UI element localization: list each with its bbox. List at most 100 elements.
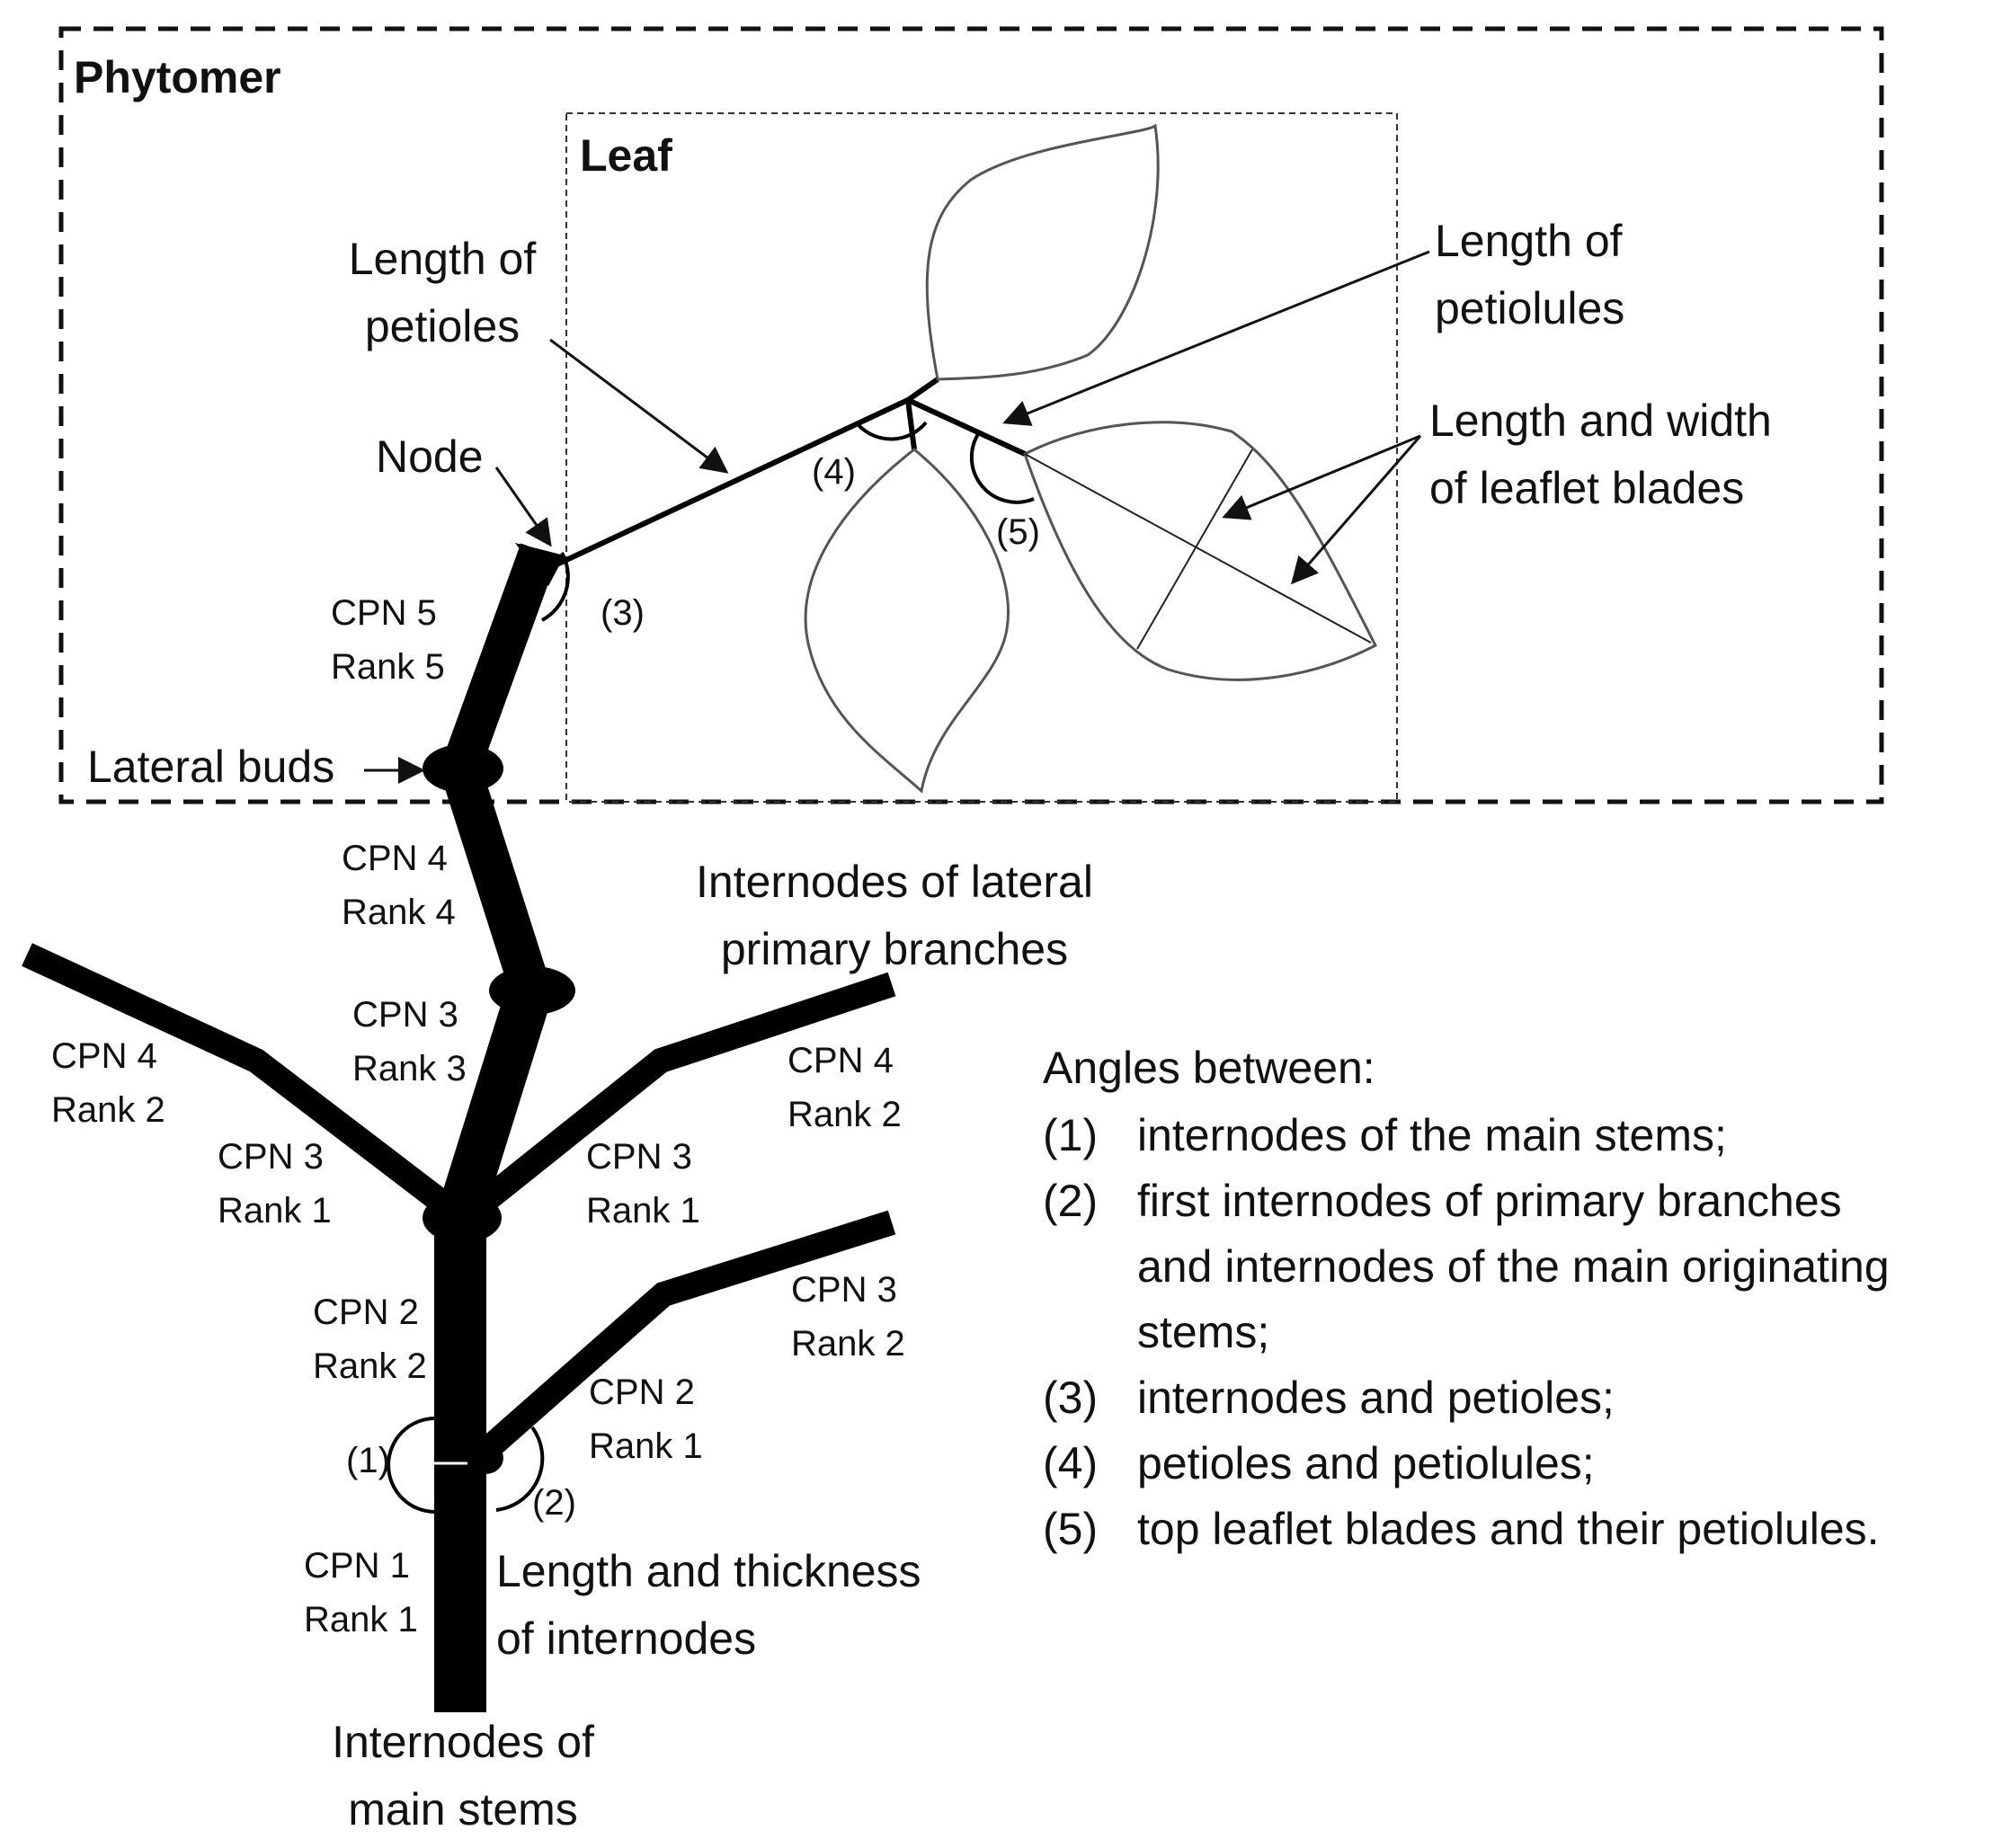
- angle-marker-3: (3): [601, 593, 645, 633]
- svg-text:of internodes: of internodes: [496, 1613, 756, 1664]
- svg-text:Rank 5: Rank 5: [331, 647, 445, 687]
- svg-text:Rank 1: Rank 1: [586, 1191, 700, 1231]
- angles-legend: Angles between: (1) internodes of the ma…: [1043, 1043, 1890, 1554]
- label-length-petiolules: Length of petiolules: [1435, 216, 1624, 333]
- angle-marker-1: (1): [346, 1441, 390, 1480]
- svg-text:Rank 2: Rank 2: [51, 1090, 165, 1130]
- svg-text:Rank 3: Rank 3: [352, 1049, 467, 1088]
- petiolules-arrow: [1002, 250, 1430, 426]
- cpn-label-left-cpn3: CPN 3 Rank 1: [218, 1137, 332, 1231]
- bottom-leaflet: [804, 448, 1010, 794]
- label-length-thickness: Length and thickness of internodes: [496, 1546, 921, 1664]
- svg-text:Rank 4: Rank 4: [342, 893, 456, 932]
- main-stem: [434, 543, 558, 1712]
- svg-text:Rank 1: Rank 1: [589, 1426, 703, 1466]
- angle-arc-5: [969, 430, 1035, 504]
- svg-text:Internodes of lateral: Internodes of lateral: [696, 857, 1093, 907]
- cpn-label-right-upper-cpn4: CPN 4 Rank 2: [787, 1041, 902, 1134]
- cpn-label-main-cpn4: CPN 4 Rank 4: [342, 839, 456, 932]
- label-length-petioles: Length of petioles: [349, 234, 537, 351]
- svg-text:Rank 1: Rank 1: [218, 1191, 332, 1231]
- angle-marker-5: (5): [996, 512, 1040, 552]
- angle-arc-4: [857, 421, 928, 441]
- right-lower-primary-branch: [466, 1210, 896, 1470]
- cpn-label-right-lower-cpn2: CPN 2 Rank 1: [589, 1373, 703, 1466]
- svg-text:CPN 4: CPN 4: [51, 1036, 157, 1076]
- svg-text:CPN 4: CPN 4: [342, 839, 448, 878]
- cpn-label-right-lower-cpn3: CPN 3 Rank 2: [791, 1270, 905, 1364]
- angle-arc-1: [387, 1417, 436, 1514]
- arrows: [364, 250, 1430, 784]
- angle-marker-4: (4): [812, 452, 856, 492]
- svg-text:Rank 2: Rank 2: [791, 1324, 905, 1364]
- svg-text:Length of: Length of: [1435, 216, 1623, 266]
- apical-node: [515, 543, 565, 586]
- svg-text:Length and width: Length and width: [1429, 395, 1772, 446]
- svg-text:Rank 2: Rank 2: [313, 1346, 427, 1386]
- svg-text:top leaflet blades and their p: top leaflet blades and their petiolules.: [1137, 1504, 1880, 1554]
- legend-item-3: (3) internodes and petioles;: [1043, 1373, 1615, 1423]
- leaflet-arrow-2: [1291, 435, 1422, 585]
- svg-text:CPN 5: CPN 5: [331, 593, 437, 633]
- svg-text:primary branches: primary branches: [721, 924, 1068, 974]
- svg-text:(1): (1): [1043, 1110, 1098, 1160]
- svg-text:CPN 3: CPN 3: [586, 1137, 692, 1177]
- cpn-label-main-cpn1: CPN 1 Rank 1: [304, 1546, 418, 1639]
- legend-title: Angles between:: [1043, 1043, 1375, 1093]
- svg-text:CPN 2: CPN 2: [589, 1373, 695, 1412]
- svg-text:petiolules: petiolules: [1435, 283, 1624, 333]
- leaflet-arrow-1: [1222, 434, 1421, 520]
- svg-text:CPN 4: CPN 4: [787, 1041, 894, 1080]
- legend-item-1: (1) internodes of the main stems;: [1043, 1110, 1727, 1160]
- svg-text:Rank 2: Rank 2: [787, 1095, 902, 1134]
- svg-text:first internodes of primary br: first internodes of primary branches: [1137, 1176, 1842, 1226]
- svg-text:(3): (3): [1043, 1373, 1098, 1423]
- left-primary-branch: [22, 943, 462, 1222]
- svg-text:stems;: stems;: [1137, 1307, 1269, 1357]
- cpn-label-right-upper-cpn3: CPN 3 Rank 1: [586, 1137, 700, 1231]
- cpn-label-main-cpn3: CPN 3 Rank 3: [352, 995, 467, 1088]
- petiole: [551, 397, 910, 569]
- angle-arc-2: [495, 1426, 545, 1512]
- phytomer-title: Phytomer: [74, 52, 281, 102]
- top-leaflet: [925, 123, 1160, 381]
- legend-item-2: (2) first internodes of primary branches…: [1043, 1176, 1890, 1357]
- svg-text:CPN 3: CPN 3: [791, 1270, 897, 1310]
- label-internodes-lateral: Internodes of lateral primary branches: [696, 857, 1093, 974]
- svg-text:(4): (4): [1043, 1438, 1098, 1488]
- svg-text:(5): (5): [1043, 1504, 1098, 1554]
- cpn-label-left-cpn4: CPN 4 Rank 2: [51, 1036, 165, 1130]
- svg-text:main stems: main stems: [348, 1784, 578, 1835]
- svg-text:petioles: petioles: [365, 301, 520, 351]
- petioles-arrow: [549, 338, 729, 474]
- svg-text:Internodes of: Internodes of: [332, 1717, 594, 1767]
- cpn-label-main-cpn2: CPN 2 Rank 2: [313, 1293, 427, 1386]
- svg-text:of leaflet blades: of leaflet blades: [1429, 463, 1744, 513]
- svg-text:internodes and petioles;: internodes and petioles;: [1137, 1373, 1615, 1423]
- legend-item-5: (5) top leaflet blades and their petiolu…: [1043, 1504, 1880, 1554]
- angle-arc-3: [541, 552, 570, 622]
- svg-text:Length of: Length of: [349, 234, 537, 284]
- label-internodes-main: Internodes of main stems: [332, 1717, 594, 1835]
- node-arrow: [494, 466, 552, 547]
- svg-text:Rank 1: Rank 1: [304, 1600, 418, 1639]
- right-leaflet: [1023, 421, 1378, 681]
- label-length-width-leaflet: Length and width of leaflet blades: [1429, 395, 1772, 513]
- svg-text:CPN 2: CPN 2: [313, 1293, 419, 1332]
- svg-text:CPN 3: CPN 3: [218, 1137, 324, 1177]
- label-lateral-buds: Lateral buds: [87, 742, 334, 792]
- svg-text:Length and thickness: Length and thickness: [496, 1546, 921, 1596]
- legend-item-4: (4) petioles and petiolules;: [1043, 1438, 1595, 1488]
- right-upper-primary-branch: [464, 972, 896, 1222]
- leaflets: [804, 123, 1378, 794]
- svg-text:CPN 1: CPN 1: [304, 1546, 410, 1586]
- angle-marker-2: (2): [532, 1483, 576, 1523]
- leaflet-measure-lines: [1024, 449, 1372, 650]
- leaf-box: [565, 112, 1398, 803]
- svg-text:CPN 3: CPN 3: [352, 995, 458, 1035]
- svg-text:petioles and petiolules;: petioles and petiolules;: [1137, 1438, 1595, 1488]
- svg-text:internodes of the main stems;: internodes of the main stems;: [1137, 1110, 1727, 1160]
- leaf-title: Leaf: [580, 130, 672, 181]
- svg-text:and internodes of the main ori: and internodes of the main originating: [1137, 1241, 1890, 1292]
